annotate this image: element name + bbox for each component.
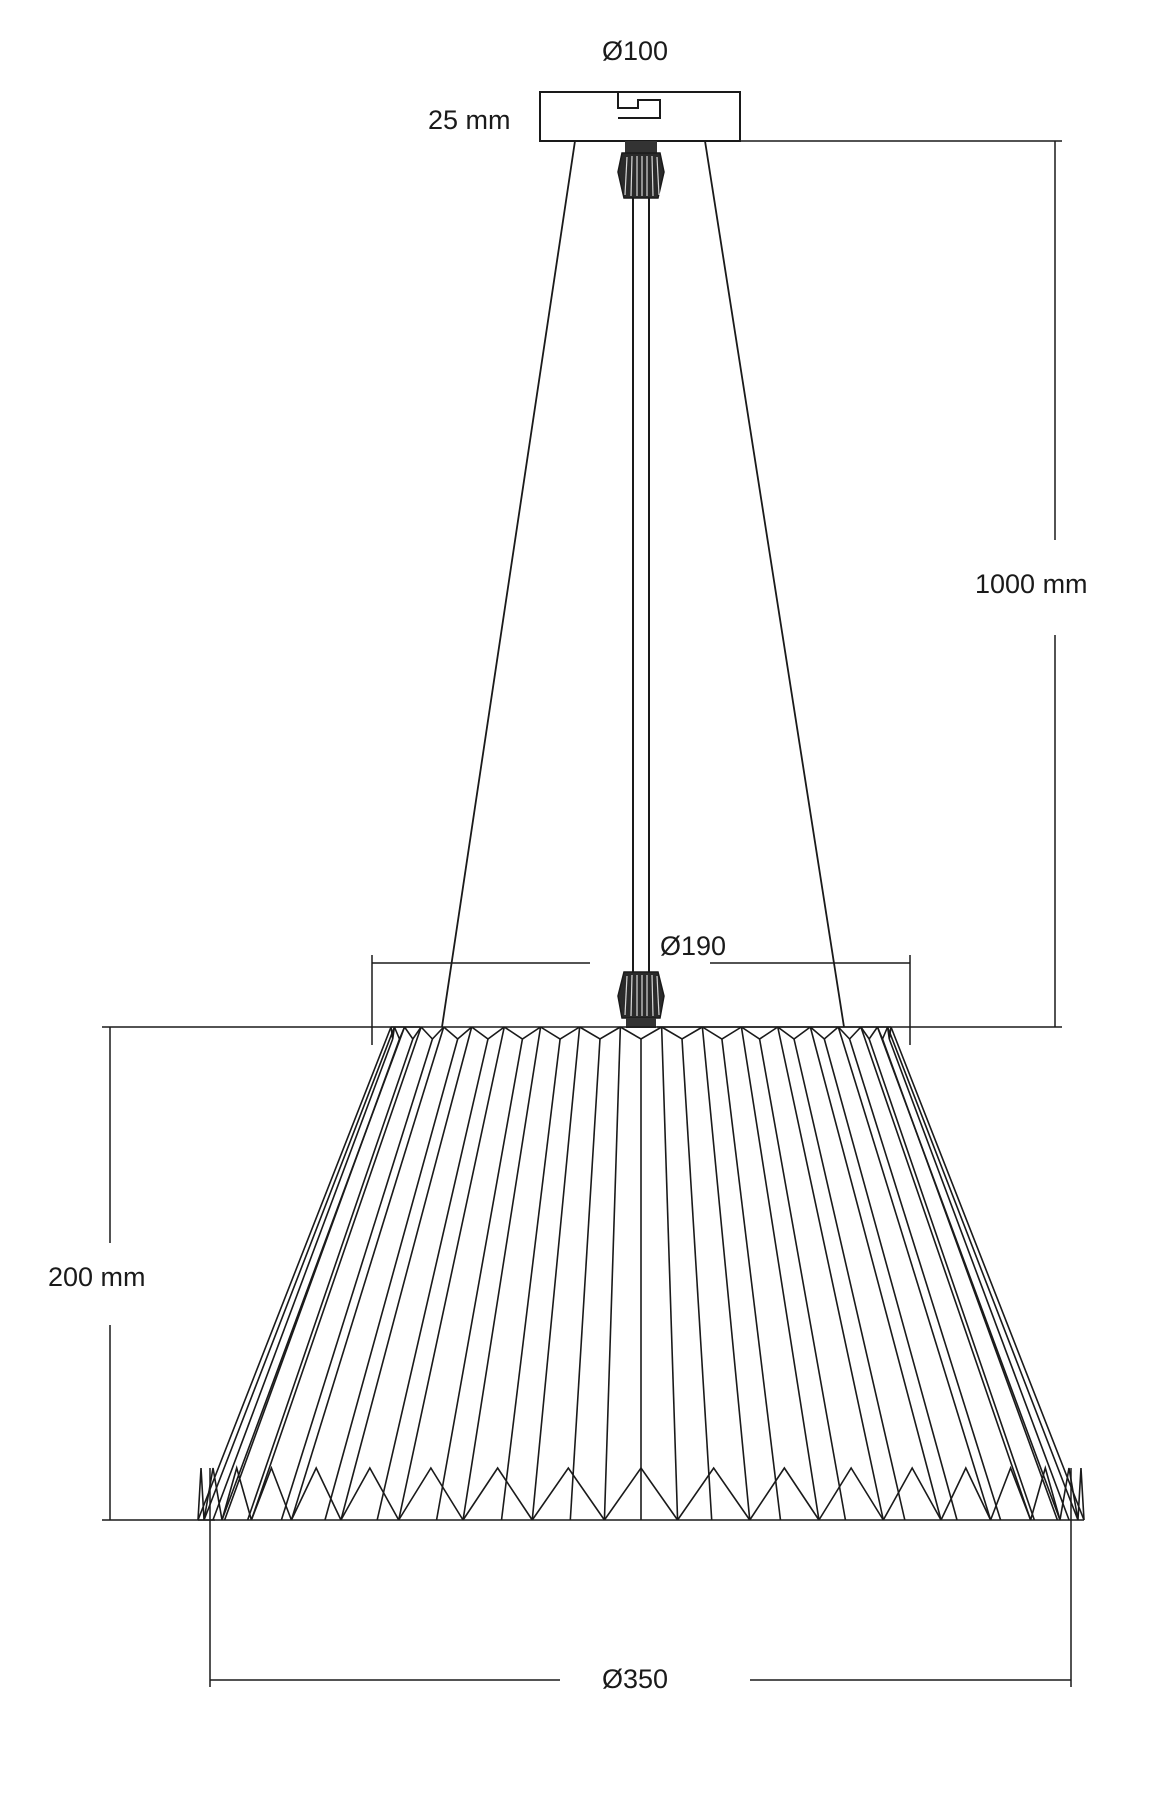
suspension-cables: [442, 141, 844, 1027]
shade-pleat-fold: [941, 1468, 991, 1520]
shade-pleat-ridge: [824, 1039, 957, 1520]
shade-pleat-valley: [877, 1027, 1060, 1520]
shade-pleat-valley: [291, 1027, 443, 1520]
shade-pleat-ridge: [760, 1039, 846, 1520]
shade-pleat-ridge: [889, 1039, 1069, 1520]
shade-pleat-fold: [1031, 1468, 1060, 1520]
shade-pleat-valley: [198, 1027, 391, 1520]
label-shade-bottom-diameter: Ø350: [602, 1664, 669, 1694]
label-shade-top-diameter: Ø190: [660, 931, 727, 961]
shade-pleat-ridge: [502, 1039, 561, 1520]
shade-pleat-fold: [204, 1468, 222, 1520]
shade-pleat-ridge: [437, 1039, 523, 1520]
shade-pleat-valley: [778, 1027, 884, 1520]
shade-pleat-valley: [341, 1027, 472, 1520]
shade-pleat-top: [580, 1027, 621, 1039]
label-canopy-height: 25 mm: [428, 105, 511, 135]
central-rod: [633, 198, 649, 972]
shade-pleat-fold: [819, 1468, 883, 1520]
bottom-connector: [618, 972, 664, 1028]
shade-pleat-valley: [861, 1027, 1031, 1520]
shade-pleat-valley: [662, 1027, 678, 1520]
shade-pleat-ridge: [869, 1039, 1034, 1520]
shade-pleat-top: [620, 1027, 661, 1039]
shade-pleat-ridge: [248, 1039, 413, 1520]
shade-pleat-valley: [888, 1027, 1078, 1520]
shade-pleat-top: [472, 1027, 505, 1039]
shade-pleat-top: [778, 1027, 811, 1039]
shade-pleat-ridge: [794, 1039, 905, 1520]
shade-pleat-fold: [222, 1468, 251, 1520]
shade-pleat-top: [810, 1027, 838, 1039]
shade-pleat-ridge: [281, 1039, 432, 1520]
shade-pleat-fold: [1078, 1468, 1084, 1520]
shade-pleat-valley: [891, 1027, 1084, 1520]
shade-pleat-top: [702, 1027, 741, 1039]
shade-pleat-top: [504, 1027, 540, 1039]
shade-pleat-top: [662, 1027, 703, 1039]
shade-pleat-top: [444, 1027, 472, 1039]
shade-pleat-valley: [463, 1027, 541, 1520]
shade-pleat-ridge: [722, 1039, 781, 1520]
shade-pleat-fold: [463, 1468, 532, 1520]
shade-pleat-valley: [741, 1027, 819, 1520]
shade-pleat-ridge: [377, 1039, 488, 1520]
shade-pleat-valley: [838, 1027, 990, 1520]
shade-pleat-valley: [702, 1027, 749, 1520]
label-canopy-diameter: Ø100: [602, 36, 669, 66]
label-shade-height: 200 mm: [48, 1262, 146, 1292]
shade-pleat-fold: [678, 1468, 750, 1520]
shade-pleat-valley: [251, 1027, 421, 1520]
shade-pleat-top: [541, 1027, 580, 1039]
shade-pleat-fold: [291, 1468, 341, 1520]
shade-pleat-ridge: [682, 1039, 712, 1520]
pleated-lampshade: [198, 1027, 1084, 1520]
shade-pleat-top: [741, 1027, 777, 1039]
shade-pleat-fold: [604, 1468, 677, 1520]
canopy-slot: [618, 92, 660, 118]
shade-pleat-valley: [532, 1027, 579, 1520]
shade-pleat-ridge: [325, 1039, 458, 1520]
shade-pleat-valley: [222, 1027, 405, 1520]
dimension-lines: [102, 141, 1071, 1687]
shade-pleat-fold: [399, 1468, 463, 1520]
shade-pleat-fold: [883, 1468, 941, 1520]
label-suspension-length: 1000 mm: [975, 569, 1088, 599]
shade-pleat-fold: [750, 1468, 819, 1520]
shade-pleat-fold: [198, 1468, 204, 1520]
shade-pleat-ridge: [850, 1039, 1001, 1520]
shade-pleat-valley: [399, 1027, 505, 1520]
top-connector: [618, 141, 664, 198]
shade-pleat-valley: [810, 1027, 941, 1520]
shade-pleat-ridge: [570, 1039, 600, 1520]
shade-pleat-ridge: [213, 1039, 393, 1520]
ceiling-canopy: [540, 92, 740, 141]
shade-pleat-fold: [341, 1468, 399, 1520]
shade-pleat-fold: [532, 1468, 604, 1520]
shade-pleat-valley: [604, 1027, 620, 1520]
shade-pleat-valley: [204, 1027, 394, 1520]
